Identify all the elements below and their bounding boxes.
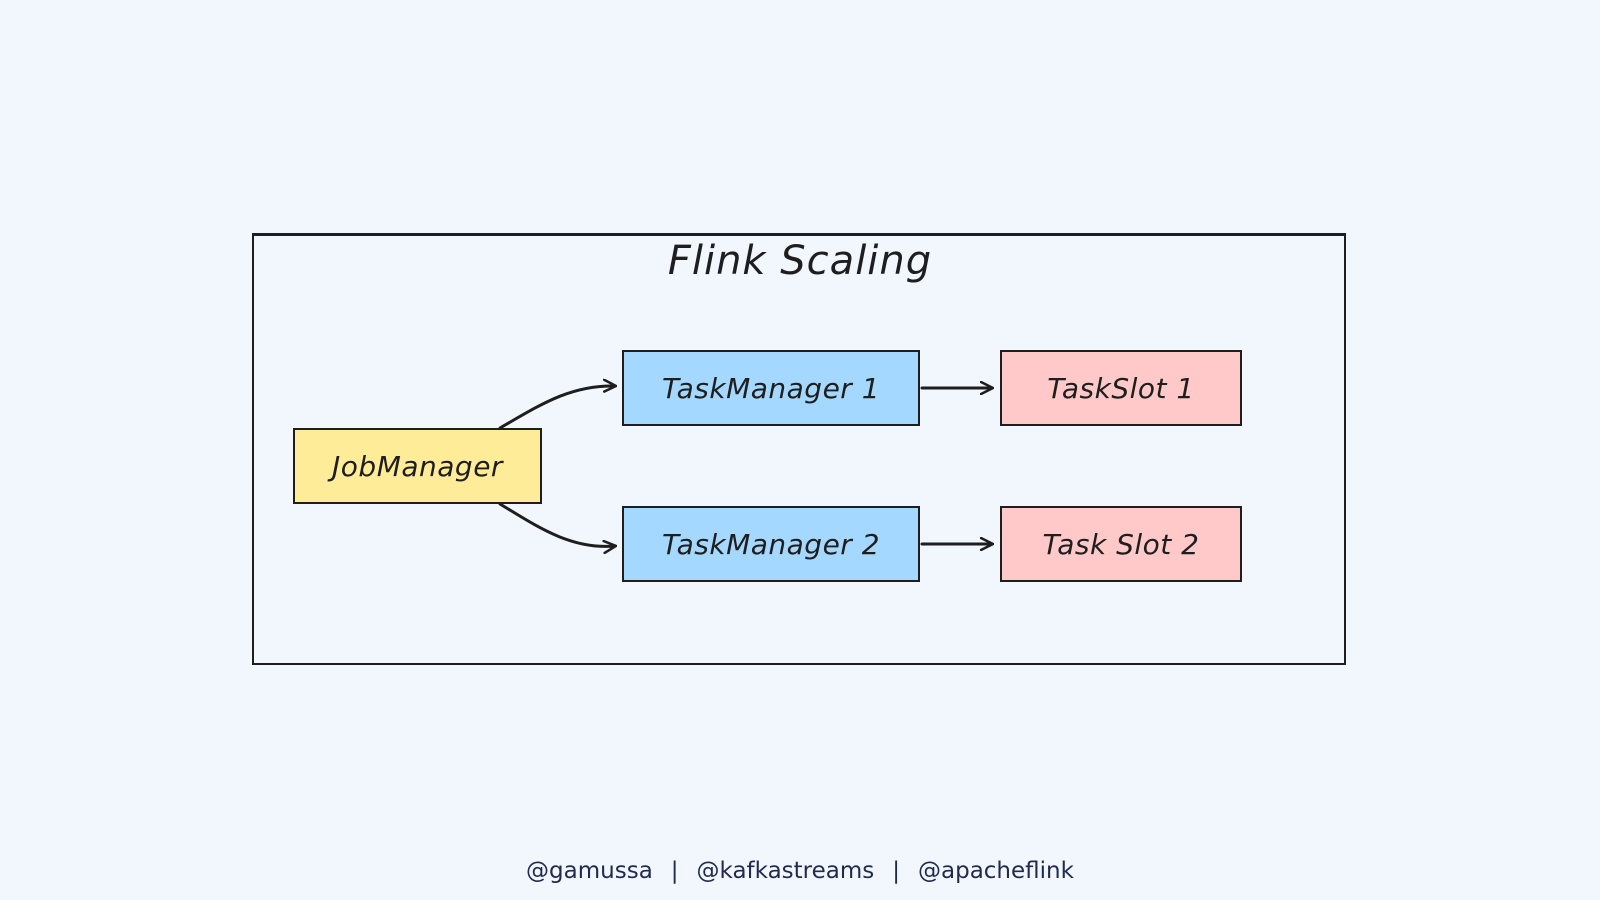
node-taskmanager-1: TaskManager 1 [622, 350, 920, 426]
footer-handle-gamussa[interactable]: @gamussa [526, 858, 653, 884]
footer-separator: | [670, 858, 679, 884]
footer-handle-apacheflink[interactable]: @apacheflink [918, 858, 1074, 884]
node-jobmanager-label: JobManager [332, 449, 503, 483]
node-taskmanager-2: TaskManager 2 [622, 506, 920, 582]
node-taskslot-1: TaskSlot 1 [1000, 350, 1242, 426]
footer-handle-kafkastreams[interactable]: @kafkastreams [696, 858, 875, 884]
node-taskslot-2-label: Task Slot 2 [1042, 527, 1200, 561]
footer-separator: | [892, 858, 900, 884]
node-taskmanager-1-label: TaskManager 1 [661, 371, 881, 405]
node-jobmanager: JobManager [293, 428, 542, 504]
diagram-frame [252, 233, 1346, 665]
node-taskslot-2: Task Slot 2 [1000, 506, 1242, 582]
footer-handles: @gamussa | @kafkastreams | @apacheflink [0, 858, 1600, 884]
diagram-title: Flink Scaling [667, 238, 933, 284]
node-taskslot-1-label: TaskSlot 1 [1047, 371, 1195, 405]
node-taskmanager-2-label: TaskManager 2 [661, 527, 881, 561]
